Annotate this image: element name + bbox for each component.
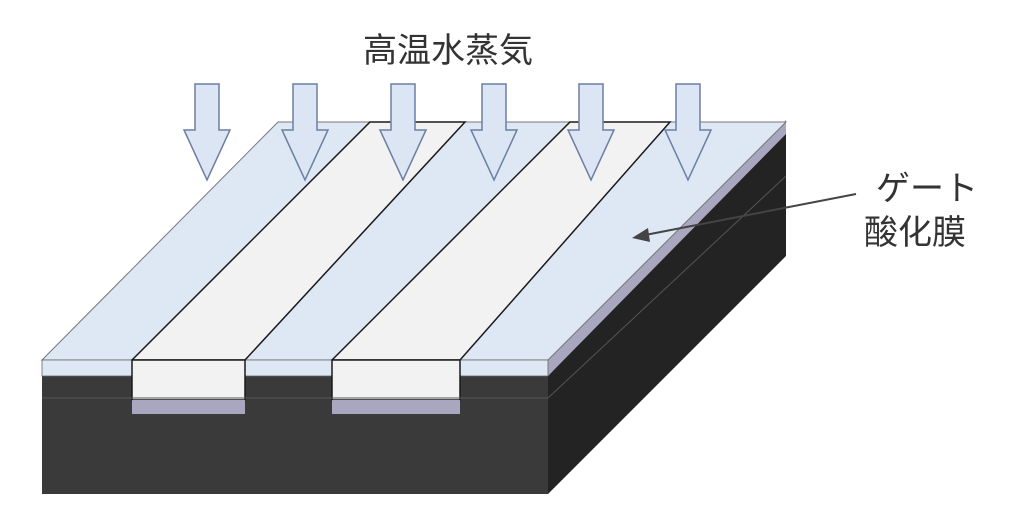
steam-arrow-1-icon	[182, 83, 232, 182]
gate-oxide-under-1	[132, 400, 245, 414]
steam-arrow-2-icon	[280, 83, 330, 182]
callout-arrowhead-icon	[632, 228, 650, 242]
gate-oxide-label-line2: 酸化膜	[864, 213, 966, 253]
oxide-front-strip	[41, 359, 549, 377]
gate-front-2	[331, 359, 461, 401]
interface-line-side	[547, 175, 787, 399]
oxide-edge-right	[548, 120, 786, 376]
gate-oxide-under-2	[332, 400, 460, 414]
callout-line	[639, 193, 857, 237]
gate-oxide-label-line1: ゲート	[876, 169, 978, 209]
substrate-front-face	[42, 376, 548, 494]
steam-arrow-5-icon	[566, 83, 616, 182]
steam-arrow-4-icon	[469, 83, 519, 182]
steam-arrow-3-icon	[378, 83, 428, 182]
gate-front-1	[131, 359, 246, 401]
substrate-right-side	[548, 120, 786, 494]
steam-label: 高温水蒸気	[363, 31, 533, 71]
steam-arrow-6-icon	[663, 83, 713, 182]
steam-arrows	[182, 83, 713, 182]
